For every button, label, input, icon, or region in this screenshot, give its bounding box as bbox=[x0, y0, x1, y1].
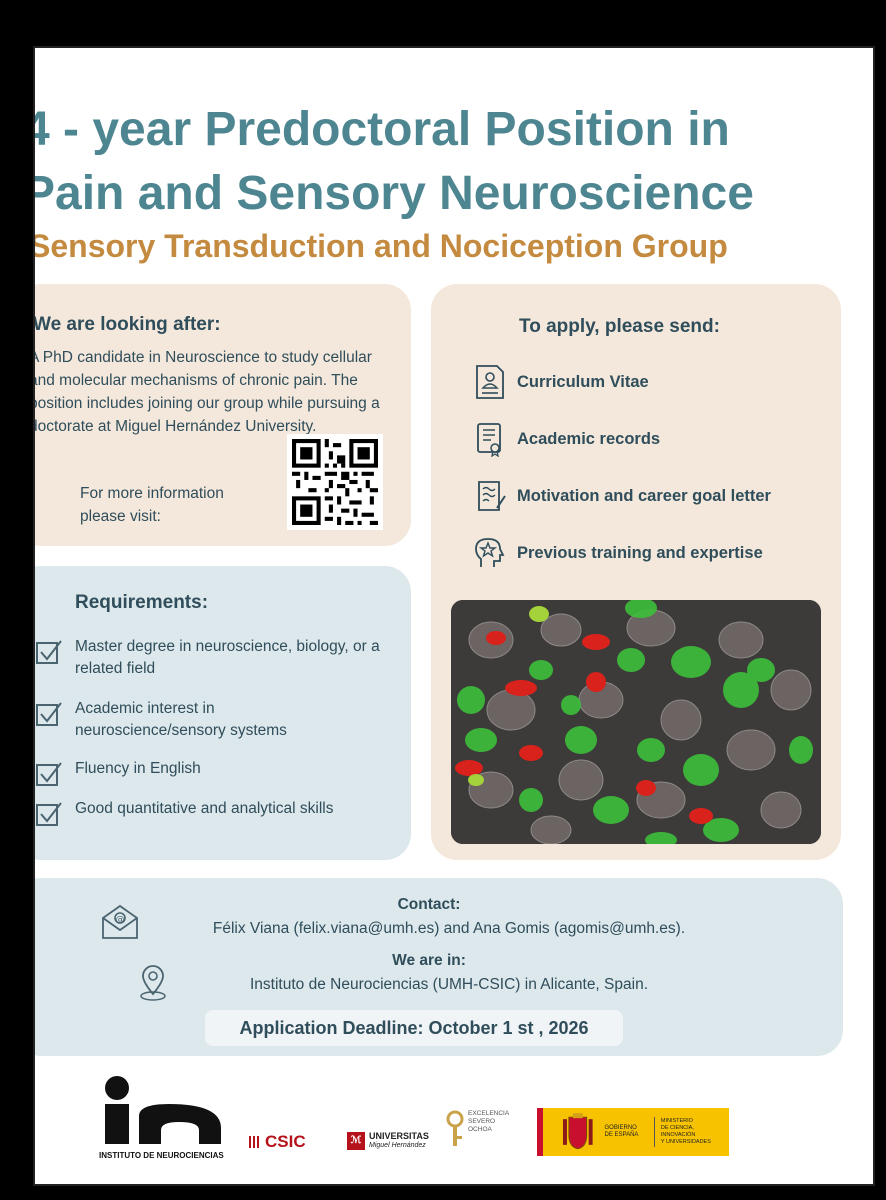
checkbox-checked-icon bbox=[36, 762, 62, 786]
qr-code-icon bbox=[292, 439, 378, 525]
qr-code[interactable] bbox=[287, 434, 383, 530]
requirements-panel: Requirements: Master degree in neuroscie… bbox=[35, 566, 411, 860]
requirement-text: Academic interest in neuroscience/sensor… bbox=[75, 700, 287, 739]
contact-people[interactable]: Félix Viana (felix.viana@umh.es) and Ana… bbox=[212, 920, 686, 937]
ministerio-text: MINISTERIO DE CIENCIA, INNOVACIÓN Y UNIV… bbox=[661, 1118, 729, 1146]
gobierno-flag-stripe bbox=[537, 1108, 543, 1156]
severo-line-3: OCHOA bbox=[468, 1126, 492, 1133]
apply-item-label: Motivation and career goal letter bbox=[517, 486, 771, 505]
apply-panel: To apply, please send: Curriculum Vitae … bbox=[431, 284, 841, 860]
location-text: Instituto de Neurociencias (UMH-CSIC) in… bbox=[250, 976, 648, 993]
requirement-item: Good quantitative and analytical skills bbox=[35, 798, 395, 828]
requirement-text: Fluency in English bbox=[75, 760, 201, 777]
more-info-text: For more information please visit: bbox=[80, 485, 224, 525]
apply-item-cv: Curriculum Vitae bbox=[473, 364, 649, 400]
requirement-item: Master degree in neuroscience, biology, … bbox=[35, 636, 395, 680]
gobierno-line-2: DE ESPAÑA bbox=[604, 1132, 639, 1138]
apply-heading: To apply, please send: bbox=[519, 316, 720, 337]
umh-mark-icon: ℳ bbox=[347, 1132, 365, 1150]
looking-after-description: A PhD candidate in Neuroscience to study… bbox=[33, 349, 380, 435]
apply-item-motivation-letter: Motivation and career goal letter bbox=[473, 478, 771, 514]
checkbox-checked-icon bbox=[36, 640, 62, 664]
application-deadline: Application Deadline: October 1 st , 202… bbox=[205, 1010, 623, 1046]
title-line-1: 4 - year Predoctoral Position in bbox=[33, 103, 730, 156]
severo-ochoa-mark-icon bbox=[446, 1110, 464, 1146]
apply-item-previous-training: Previous training and expertise bbox=[473, 535, 763, 571]
requirement-item: Fluency in English bbox=[35, 758, 375, 788]
contact-panel: Contact: @ Félix Viana (felix.viana@umh.… bbox=[35, 878, 843, 1056]
gobierno-text: GOBIERNO DE ESPAÑA bbox=[605, 1125, 654, 1139]
umh-line-2: Miguel Hernández bbox=[369, 1142, 426, 1149]
poster: 4 - year Predoctoral Position in Pain an… bbox=[33, 46, 875, 1186]
location-pin-icon bbox=[140, 965, 166, 1001]
poster-title: 4 - year Predoctoral Position in Pain an… bbox=[33, 98, 754, 226]
expertise-icon bbox=[475, 538, 505, 567]
gobierno-logo: GOBIERNO DE ESPAÑA MINISTERIO DE CIENCIA… bbox=[537, 1108, 729, 1156]
requirements-heading: Requirements: bbox=[75, 592, 209, 613]
certificate-icon bbox=[477, 423, 501, 457]
in-logo-text: INSTITUTO DE NEUROCIENCIAS bbox=[99, 1151, 224, 1160]
apply-item-label: Academic records bbox=[517, 429, 661, 448]
ministerio-line-1: MINISTERIO bbox=[660, 1118, 693, 1124]
umh-line-1: UNIVERSITAS bbox=[369, 1131, 429, 1141]
csic-logo: CSIC bbox=[249, 1132, 306, 1152]
looking-after-heading: We are looking after: bbox=[33, 314, 221, 335]
apply-item-label: Previous training and expertise bbox=[517, 543, 763, 562]
email-icon: @ bbox=[102, 904, 138, 939]
gobierno-divider bbox=[653, 1117, 655, 1147]
location-heading: We are in: bbox=[392, 952, 466, 969]
checkbox-checked-icon bbox=[36, 802, 62, 826]
spain-coat-of-arms-icon bbox=[562, 1113, 593, 1150]
microscopy-image bbox=[451, 600, 821, 844]
requirement-text: Good quantitative and analytical skills bbox=[75, 800, 334, 817]
cv-icon bbox=[476, 365, 504, 399]
in-logo-mark bbox=[105, 1076, 221, 1144]
severo-line-1: EXCELENCIA bbox=[468, 1110, 510, 1117]
gobierno-line-1: GOBIERNO bbox=[604, 1125, 637, 1131]
letter-icon bbox=[478, 481, 506, 511]
apply-item-academic-records: Academic records bbox=[473, 421, 660, 457]
title-line-2: Pain and Sensory Neuroscience bbox=[33, 167, 754, 220]
ministerio-line-2: DE CIENCIA, INNOVACIÓN bbox=[660, 1125, 696, 1138]
apply-item-label: Curriculum Vitae bbox=[517, 372, 649, 391]
csic-logo-text: CSIC bbox=[265, 1132, 306, 1151]
svg-text:@: @ bbox=[116, 915, 125, 925]
requirement-text: Master degree in neuroscience, biology, … bbox=[75, 638, 380, 677]
in-logo: INSTITUTO DE NEUROCIENCIAS bbox=[99, 1076, 224, 1160]
ministerio-line-3: Y UNIVERSIDADES bbox=[660, 1139, 711, 1145]
checkbox-checked-icon bbox=[36, 702, 62, 726]
looking-after-panel: We are looking after: A PhD candidate in… bbox=[33, 284, 411, 546]
csic-mark-icon bbox=[249, 1136, 261, 1148]
severo-ochoa-logo: EXCELENCIA SEVERO OCHOA bbox=[445, 1110, 509, 1152]
severo-line-2: SEVERO bbox=[468, 1118, 496, 1125]
umh-logo: ℳ UNIVERSITAS Miguel Hernández bbox=[347, 1132, 429, 1150]
requirement-item: Academic interest in neuroscience/sensor… bbox=[35, 698, 335, 742]
logo-strip: INSTITUTO DE NEUROCIENCIAS CSIC ℳ UNIVER… bbox=[35, 1068, 873, 1178]
neuron-microscopy-picture bbox=[451, 600, 821, 844]
group-subtitle: Sensory Transduction and Nociception Gro… bbox=[33, 228, 728, 264]
contact-heading: Contact: bbox=[397, 896, 461, 913]
